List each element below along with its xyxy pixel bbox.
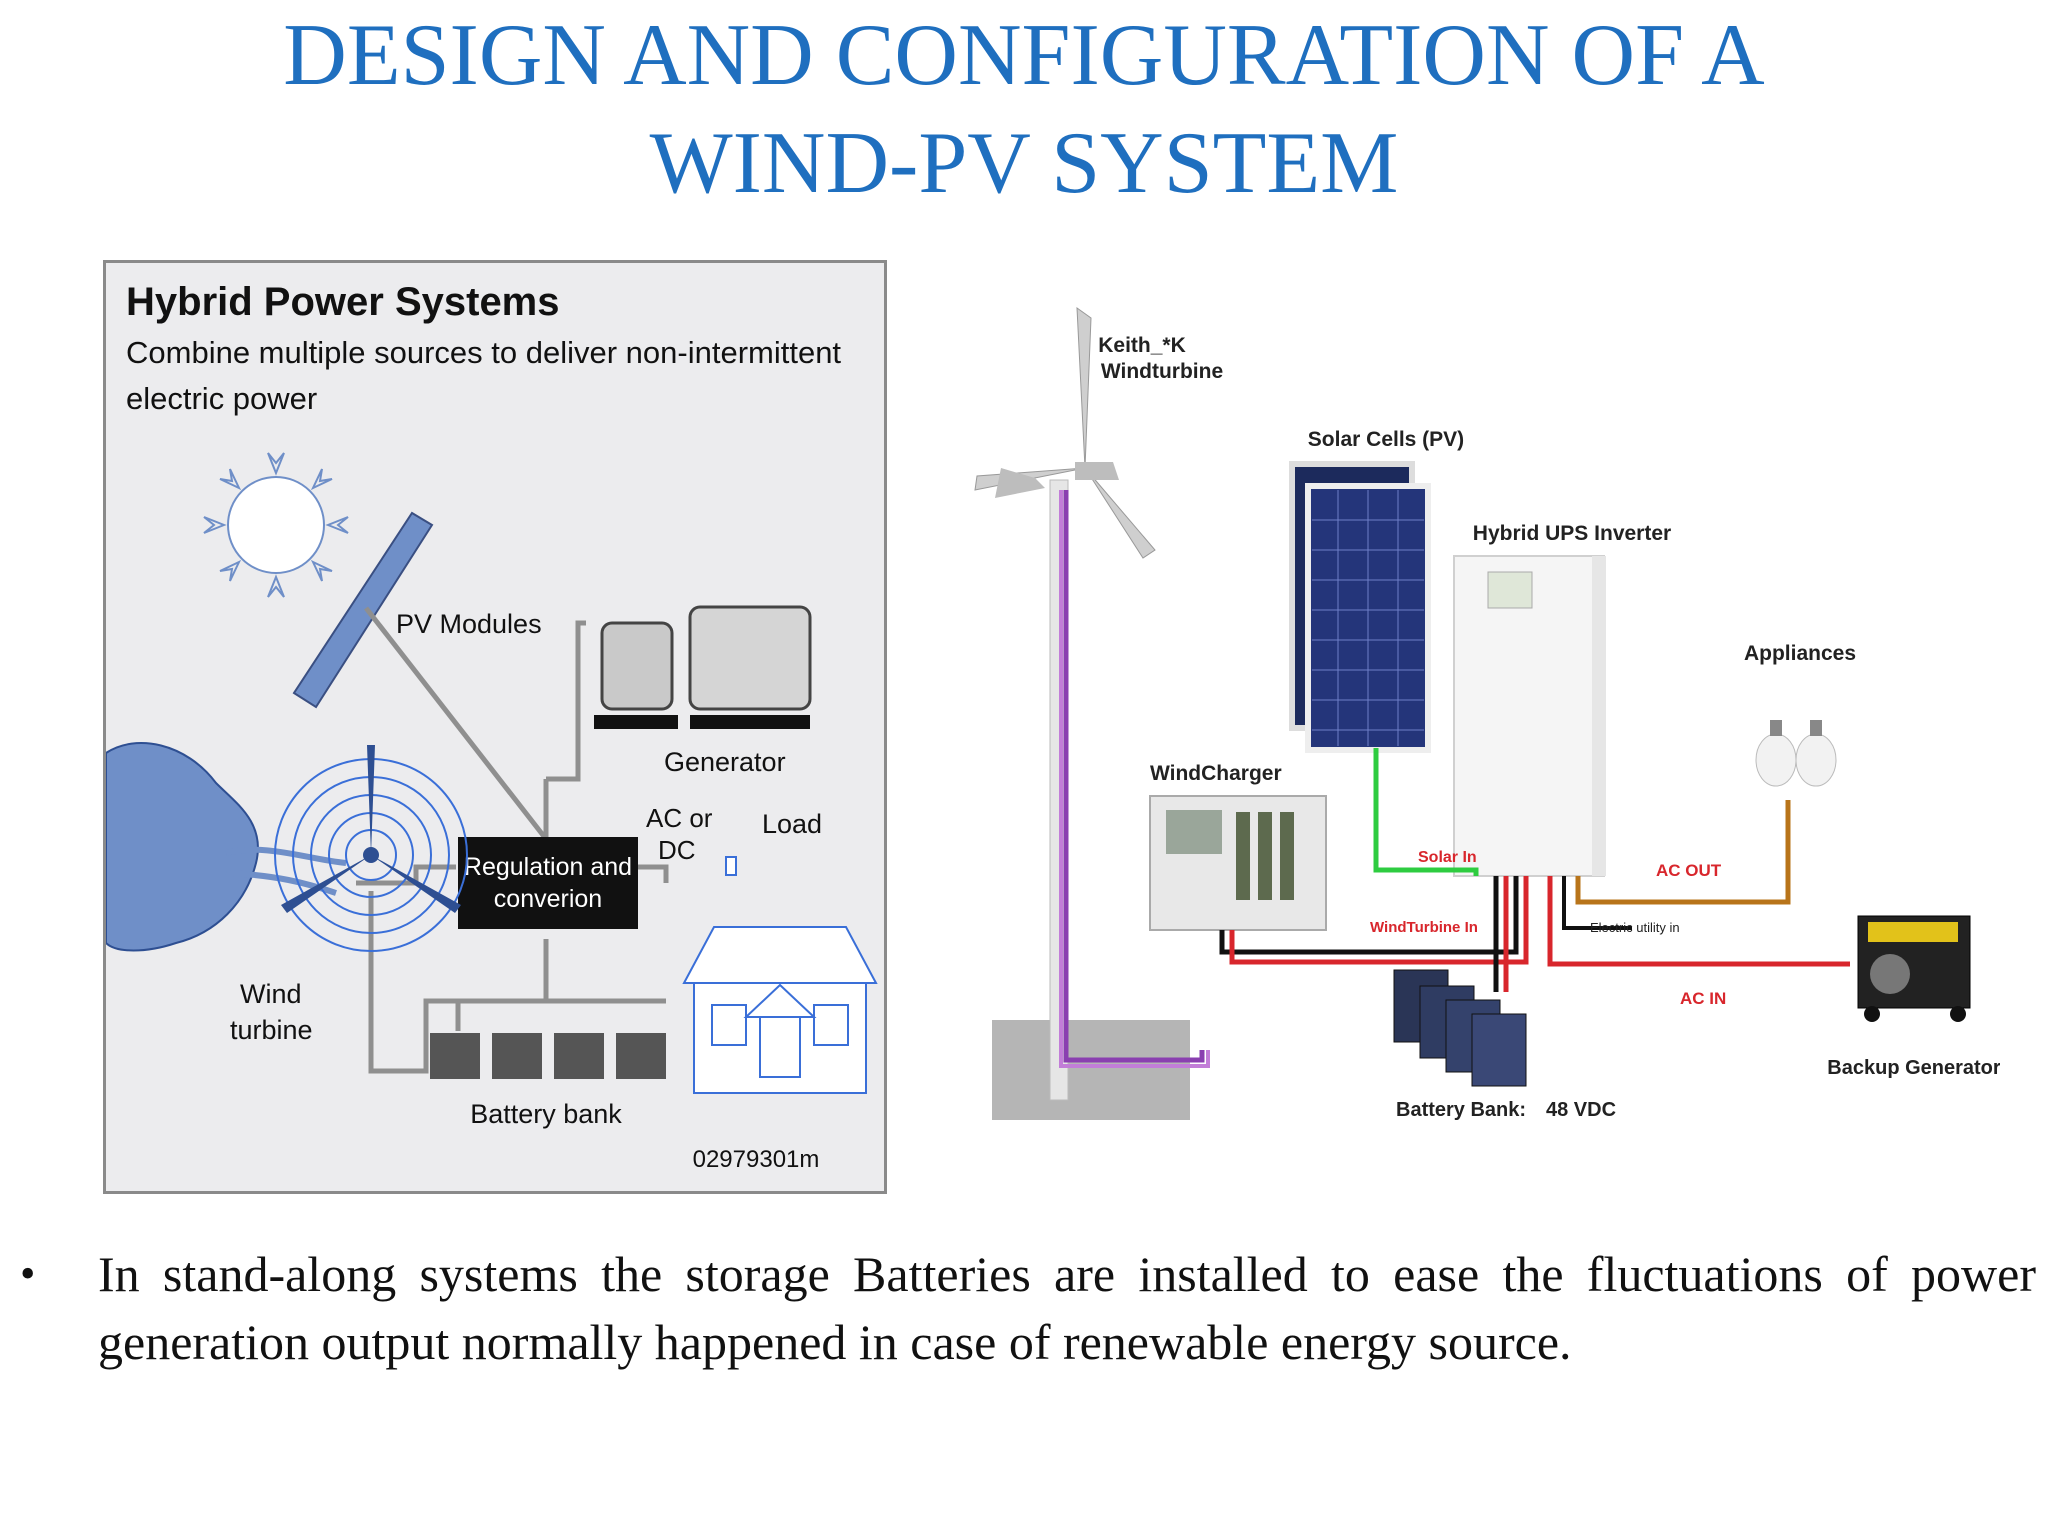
turbine-rotor-icon	[974, 306, 1156, 559]
purple-wire-2	[1059, 490, 1210, 1068]
battery-bank-label-right: Battery Bank:	[1396, 1099, 1526, 1121]
green-wire	[1373, 748, 1479, 876]
utility-wire	[1562, 876, 1632, 930]
wind-god-icon	[106, 742, 347, 952]
regulation-label-1: Regulation and	[464, 853, 632, 881]
diagram-subheading-2: electric power	[126, 381, 317, 416]
red-wire	[1229, 876, 1529, 965]
backup-generator-label: Backup Generator	[1827, 1057, 2000, 1079]
windcharger-label: WindCharger	[1150, 762, 1282, 785]
regulation-box	[458, 837, 638, 929]
ac-out-wire	[1575, 800, 1791, 905]
battery-voltage-label: 48 VDC	[1546, 1099, 1616, 1121]
hybrid-inverter-icon	[1453, 555, 1606, 877]
ac-out-label: AC OUT	[1656, 861, 1722, 880]
house-icon	[682, 856, 878, 1094]
appliances-label: Appliances	[1744, 642, 1856, 665]
generator-label: Generator	[664, 747, 786, 777]
ac-in-label: AC IN	[1680, 989, 1726, 1008]
wind-turbine-label-2: turbine	[230, 1015, 313, 1045]
hybrid-diagram-svg: Hybrid Power Systems Combine multiple so…	[106, 280, 878, 1173]
slide-title-line-2: WIND-PV SYSTEM	[649, 115, 1399, 212]
generator-icon	[594, 605, 812, 729]
wind-turbine-label-1: Wind	[240, 979, 302, 1009]
battery-bank-icon	[1393, 969, 1527, 1087]
pv-modules-label: PV Modules	[396, 609, 542, 639]
diagram-code: 02979301m	[693, 1146, 820, 1173]
purple-wire	[1063, 490, 1205, 1063]
solar-in-label: Solar In	[1418, 849, 1477, 866]
diagram-heading: Hybrid Power Systems	[126, 280, 560, 324]
bullet-text: In stand-along systems the storage Batte…	[98, 1246, 2036, 1370]
turbine-label-2: Windturbine	[1101, 360, 1223, 383]
turbine-label-1: Keith_*K	[1098, 334, 1186, 357]
diagram-subheading-1: Combine multiple sources to deliver non-…	[126, 335, 841, 370]
installation-diagram-svg: Keith_*K Windturbine Solar Cells (PV) Hy…	[974, 306, 2001, 1121]
acdc-label-2: DC	[658, 835, 696, 865]
sun-icon	[203, 452, 349, 598]
acdc-label-1: AC or	[646, 803, 713, 833]
wind-turbine-icon	[274, 745, 468, 952]
battery-bank-icon	[430, 1033, 666, 1079]
bullet-dot: •	[20, 1249, 36, 1298]
backup-generator-icon	[1857, 915, 1971, 1022]
turbine-foundation	[992, 1020, 1190, 1120]
battery-bank-label: Battery bank	[470, 1099, 622, 1129]
pv-module-icon	[292, 511, 434, 709]
slide-title-line-1: DESIGN AND CONFIGURATION OF A	[283, 7, 1765, 104]
electric-utility-label: Electric utility in	[1590, 920, 1680, 935]
black-wire	[1219, 876, 1519, 955]
solar-panels-icon	[1289, 461, 1431, 753]
windcharger-icon	[1149, 795, 1327, 931]
load-label: Load	[762, 809, 822, 839]
inverter-label: Hybrid UPS Inverter	[1473, 522, 1671, 545]
windturbine-in-label: WindTurbine In	[1370, 919, 1478, 936]
ac-in-wire	[1547, 876, 1850, 967]
wind-pv-installation-diagram: Keith_*K Windturbine Solar Cells (PV) Hy…	[940, 280, 2001, 1140]
solar-cells-label: Solar Cells (PV)	[1308, 428, 1464, 451]
connection-lines	[356, 606, 669, 1074]
light-bulb-icon	[1755, 720, 1837, 787]
regulation-label-2: converion	[494, 885, 602, 913]
hybrid-power-systems-diagram: Hybrid Power Systems Combine multiple so…	[103, 260, 887, 1194]
slide-title: DESIGN AND CONFIGURATION OF A WIND-PV SY…	[0, 2, 2048, 218]
